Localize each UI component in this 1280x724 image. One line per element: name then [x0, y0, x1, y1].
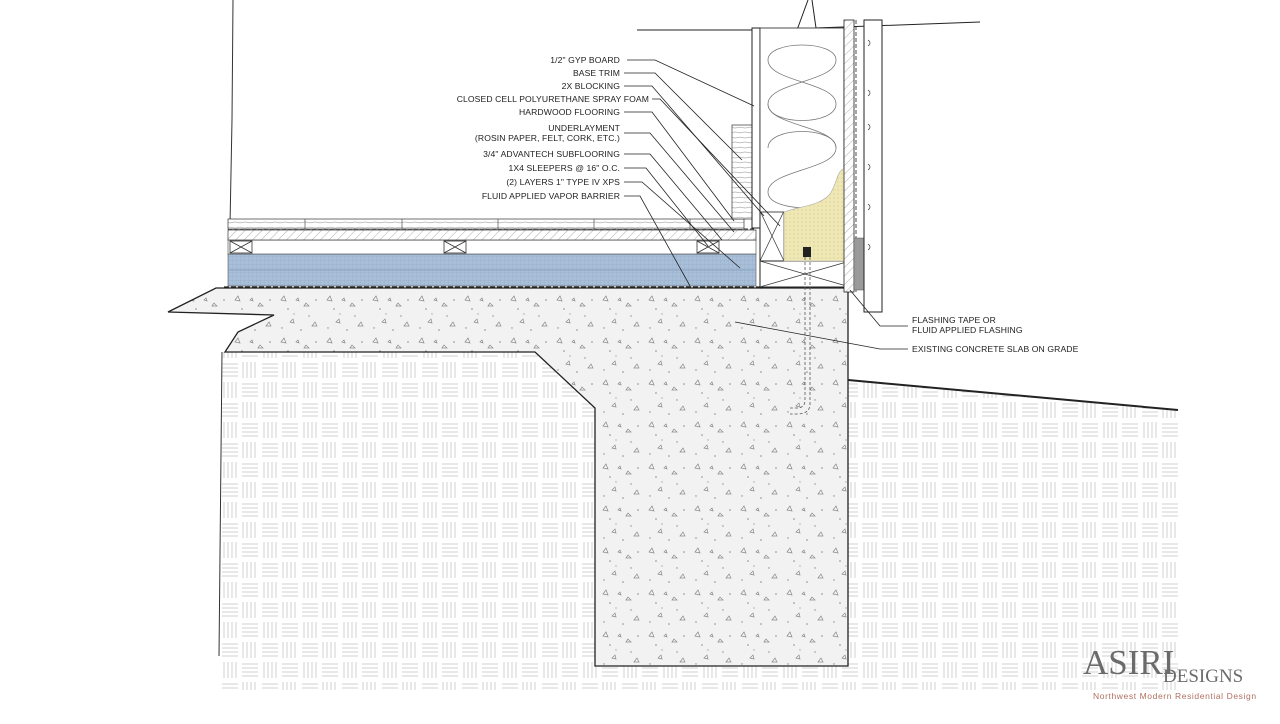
brand-suffix: DESIGNS — [1163, 666, 1243, 687]
hardwood-flooring — [227, 218, 745, 230]
brand-block: ASIRI DESIGNS Northwest Modern Residenti… — [1083, 643, 1257, 701]
label-sleepers: 1X4 SLEEPERS @ 16" O.C. — [508, 163, 620, 173]
stud-cavity — [759, 27, 845, 213]
callouts-right: FLASHING TAPE OR FLUID APPLIED FLASHING … — [912, 315, 1079, 354]
label-flashing-1: FLASHING TAPE OR — [912, 315, 996, 325]
label-subfloor: 3/4" ADVANTECH SUBFLOORING — [483, 149, 620, 159]
label-underlayment-note: (ROSIN PAPER, FELT, CORK, ETC.) — [475, 133, 620, 143]
label-xps: (2) LAYERS 1" TYPE IV XPS — [506, 177, 620, 187]
label-spray-foam: CLOSED CELL POLYURETHANE SPRAY FOAM — [457, 94, 649, 104]
callouts-left: 1/2" GYP BOARD BASE TRIM 2X BLOCKING CLO… — [457, 55, 649, 201]
interior-wall-outline — [229, 0, 234, 226]
anchor-nut — [803, 247, 811, 257]
subfloor — [227, 229, 757, 241]
label-gyp-board: 1/2" GYP BOARD — [550, 55, 620, 65]
label-slab: EXISTING CONCRETE SLAB ON GRADE — [912, 344, 1079, 354]
sheathing — [843, 19, 855, 293]
batt-insulation — [767, 44, 837, 209]
sleepers — [229, 240, 720, 254]
base-trim — [731, 124, 753, 220]
anchor-bolt — [790, 257, 811, 415]
label-vapor-barrier: FLUID APPLIED VAPOR BARRIER — [482, 191, 620, 201]
label-underlayment: UNDERLAYMENT — [548, 123, 620, 133]
brand-tagline: Northwest Modern Residential Design — [1093, 691, 1257, 701]
label-hardwood: HARDWOOD FLOORING — [519, 107, 620, 117]
exterior-siding — [863, 19, 883, 313]
leader-lines — [624, 59, 908, 350]
interior-lower-edge — [218, 351, 223, 657]
brand-name: ASIRI — [1083, 643, 1174, 682]
ceiling-line — [637, 0, 981, 31]
sleeper-layer — [227, 239, 757, 255]
concrete-slab — [167, 287, 849, 667]
earth-fill — [222, 352, 1178, 690]
label-blocking: 2X BLOCKING — [562, 81, 621, 91]
label-base-trim: BASE TRIM — [573, 68, 620, 78]
earth-top-edge — [847, 379, 1179, 411]
label-flashing-2: FLUID APPLIED FLASHING — [912, 325, 1023, 335]
